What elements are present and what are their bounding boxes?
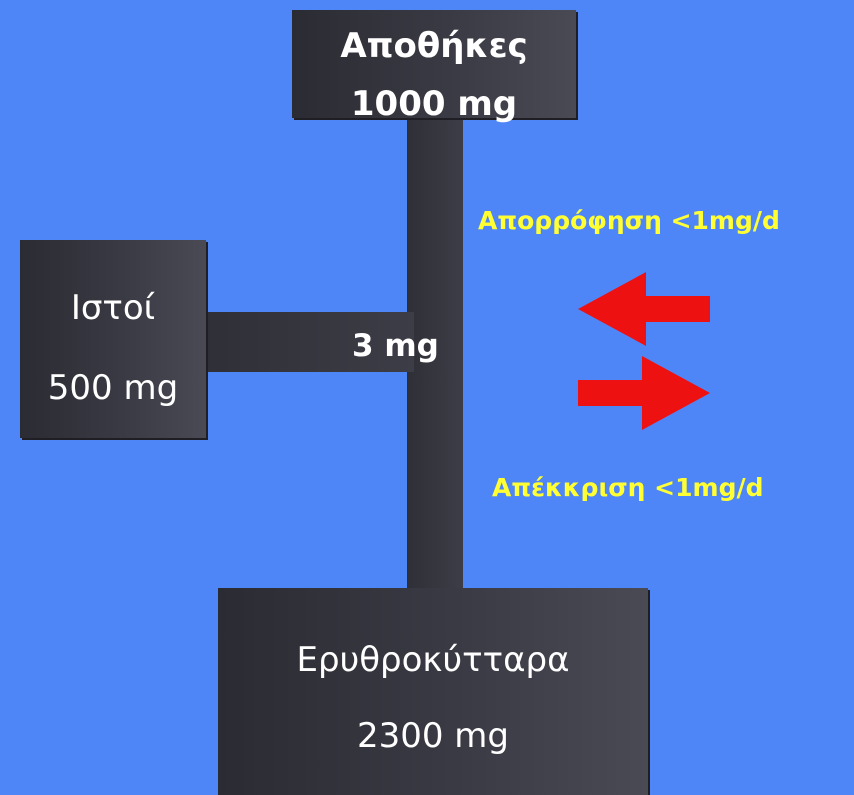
stores-amount: 1000 mg (350, 84, 518, 124)
vertical-connector (407, 116, 463, 596)
arrow-left-icon (578, 272, 710, 346)
stores-title: Αποθήκες (340, 26, 528, 66)
tissues-box: Ιστοί 500 mg (20, 240, 206, 438)
absorption-label: Απορρόφηση <1mg/d (478, 206, 780, 235)
red-cells-box: Ερυθροκύτταρα 2300 mg (218, 588, 648, 795)
tissues-amount: 500 mg (47, 368, 179, 408)
arrow-right-icon (578, 356, 710, 430)
red-cells-amount: 2300 mg (356, 716, 510, 756)
red-cells-title: Ερυθροκύτταρα (296, 640, 570, 680)
stores-box: Αποθήκες 1000 mg (292, 10, 576, 124)
tissues-title: Ιστοί (70, 288, 156, 328)
excretion-label: Απέκκριση <1mg/d (492, 473, 764, 502)
horizontal-connector (204, 312, 414, 372)
flow-amount: 3 mg (352, 328, 439, 364)
